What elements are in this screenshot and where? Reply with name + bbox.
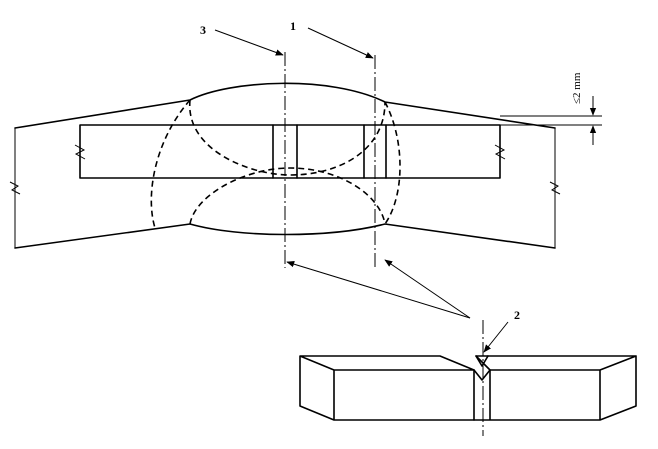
specimen-notch bbox=[473, 355, 491, 381]
dimension-label: ≤2 mm bbox=[571, 72, 583, 104]
leader-2b bbox=[384, 259, 471, 319]
break-mark-strip-right bbox=[494, 144, 506, 160]
break-mark-strip-left bbox=[74, 144, 86, 160]
callout-3: 3 bbox=[200, 23, 206, 37]
fusion-line-outer-left bbox=[150, 99, 191, 229]
break-mark-left bbox=[9, 181, 21, 195]
specimen-strip bbox=[79, 124, 501, 179]
fusion-line-lower-bead bbox=[189, 167, 386, 225]
plate-bottom-edge bbox=[14, 223, 556, 249]
callout-2: 2 bbox=[514, 308, 520, 322]
specimen-block-left bbox=[299, 355, 475, 421]
leader-3 bbox=[214, 29, 284, 56]
fusion-line-outer-right bbox=[384, 101, 401, 225]
fusion-line-upper-bead bbox=[189, 99, 386, 176]
plate-top-edge bbox=[14, 82, 556, 129]
break-mark-right bbox=[549, 181, 561, 195]
specimen-block-right bbox=[473, 355, 637, 421]
leader-2c bbox=[483, 321, 509, 353]
callout-1: 1 bbox=[290, 19, 296, 33]
leader-1 bbox=[307, 27, 374, 59]
leader-2a bbox=[286, 261, 471, 319]
